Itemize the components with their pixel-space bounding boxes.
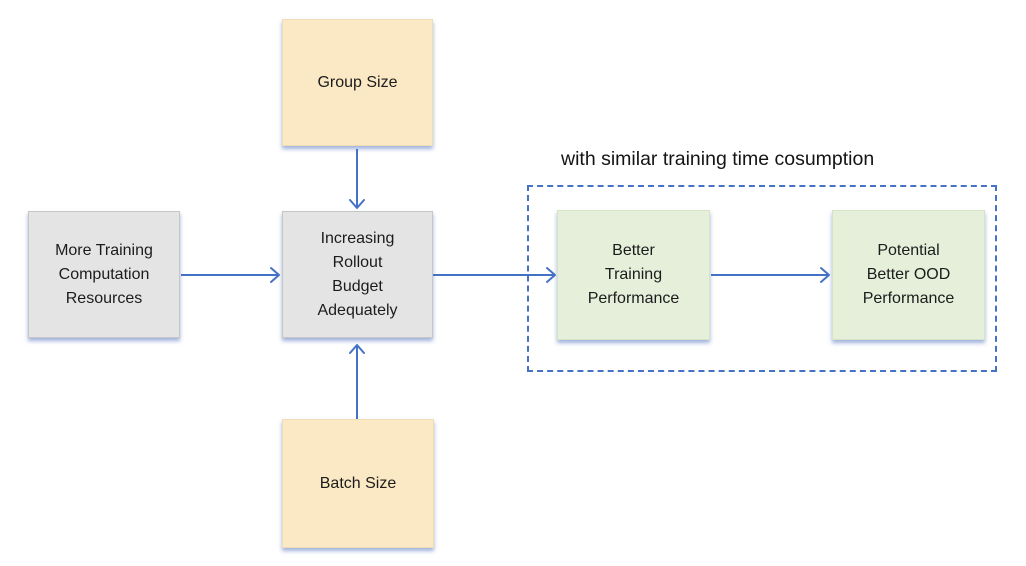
node-label-line: Increasing bbox=[320, 229, 395, 247]
node-label-line: Better OOD bbox=[866, 266, 951, 283]
node-label-line: Potential bbox=[877, 242, 940, 259]
node-label: Batch Size bbox=[319, 474, 397, 492]
similar-training-time-group-box bbox=[527, 185, 997, 372]
node-label-line: Performance bbox=[862, 290, 955, 307]
node-label-line: Computation bbox=[58, 265, 150, 283]
node-label-line: Budget bbox=[332, 277, 383, 295]
arrow-resources-to-rollout bbox=[181, 267, 280, 283]
node-potential-better-ood-performance: Potential Better OOD Performance bbox=[832, 210, 985, 340]
node-label-line: Performance bbox=[587, 290, 680, 307]
node-batch-size: Batch Size bbox=[282, 419, 434, 548]
node-label-line: More Training bbox=[55, 241, 153, 259]
arrow-group-size-to-rollout bbox=[349, 149, 365, 209]
arrow-head-right-icon bbox=[270, 267, 280, 283]
node-group-size: Group Size bbox=[282, 19, 433, 146]
node-label-line: Rollout bbox=[332, 253, 383, 271]
arrow-head-up-icon bbox=[349, 344, 365, 354]
node-label-line: Training bbox=[604, 266, 663, 283]
node-label: Group Size bbox=[317, 73, 398, 91]
node-label-line: Adequately bbox=[317, 301, 398, 319]
arrow-batch-size-to-rollout bbox=[349, 344, 365, 419]
arrow-head-down-icon bbox=[349, 199, 365, 209]
node-label-line: Better bbox=[612, 242, 655, 259]
node-more-training-computation-resources: More Training Computation Resources bbox=[28, 211, 180, 338]
node-better-training-performance: Better Training Performance bbox=[557, 210, 710, 340]
caption-similar-training-time: with similar training time cosumption bbox=[561, 148, 875, 170]
node-label-line: Resources bbox=[65, 289, 143, 307]
node-increasing-rollout-budget: Increasing Rollout Budget Adequately bbox=[282, 211, 433, 338]
